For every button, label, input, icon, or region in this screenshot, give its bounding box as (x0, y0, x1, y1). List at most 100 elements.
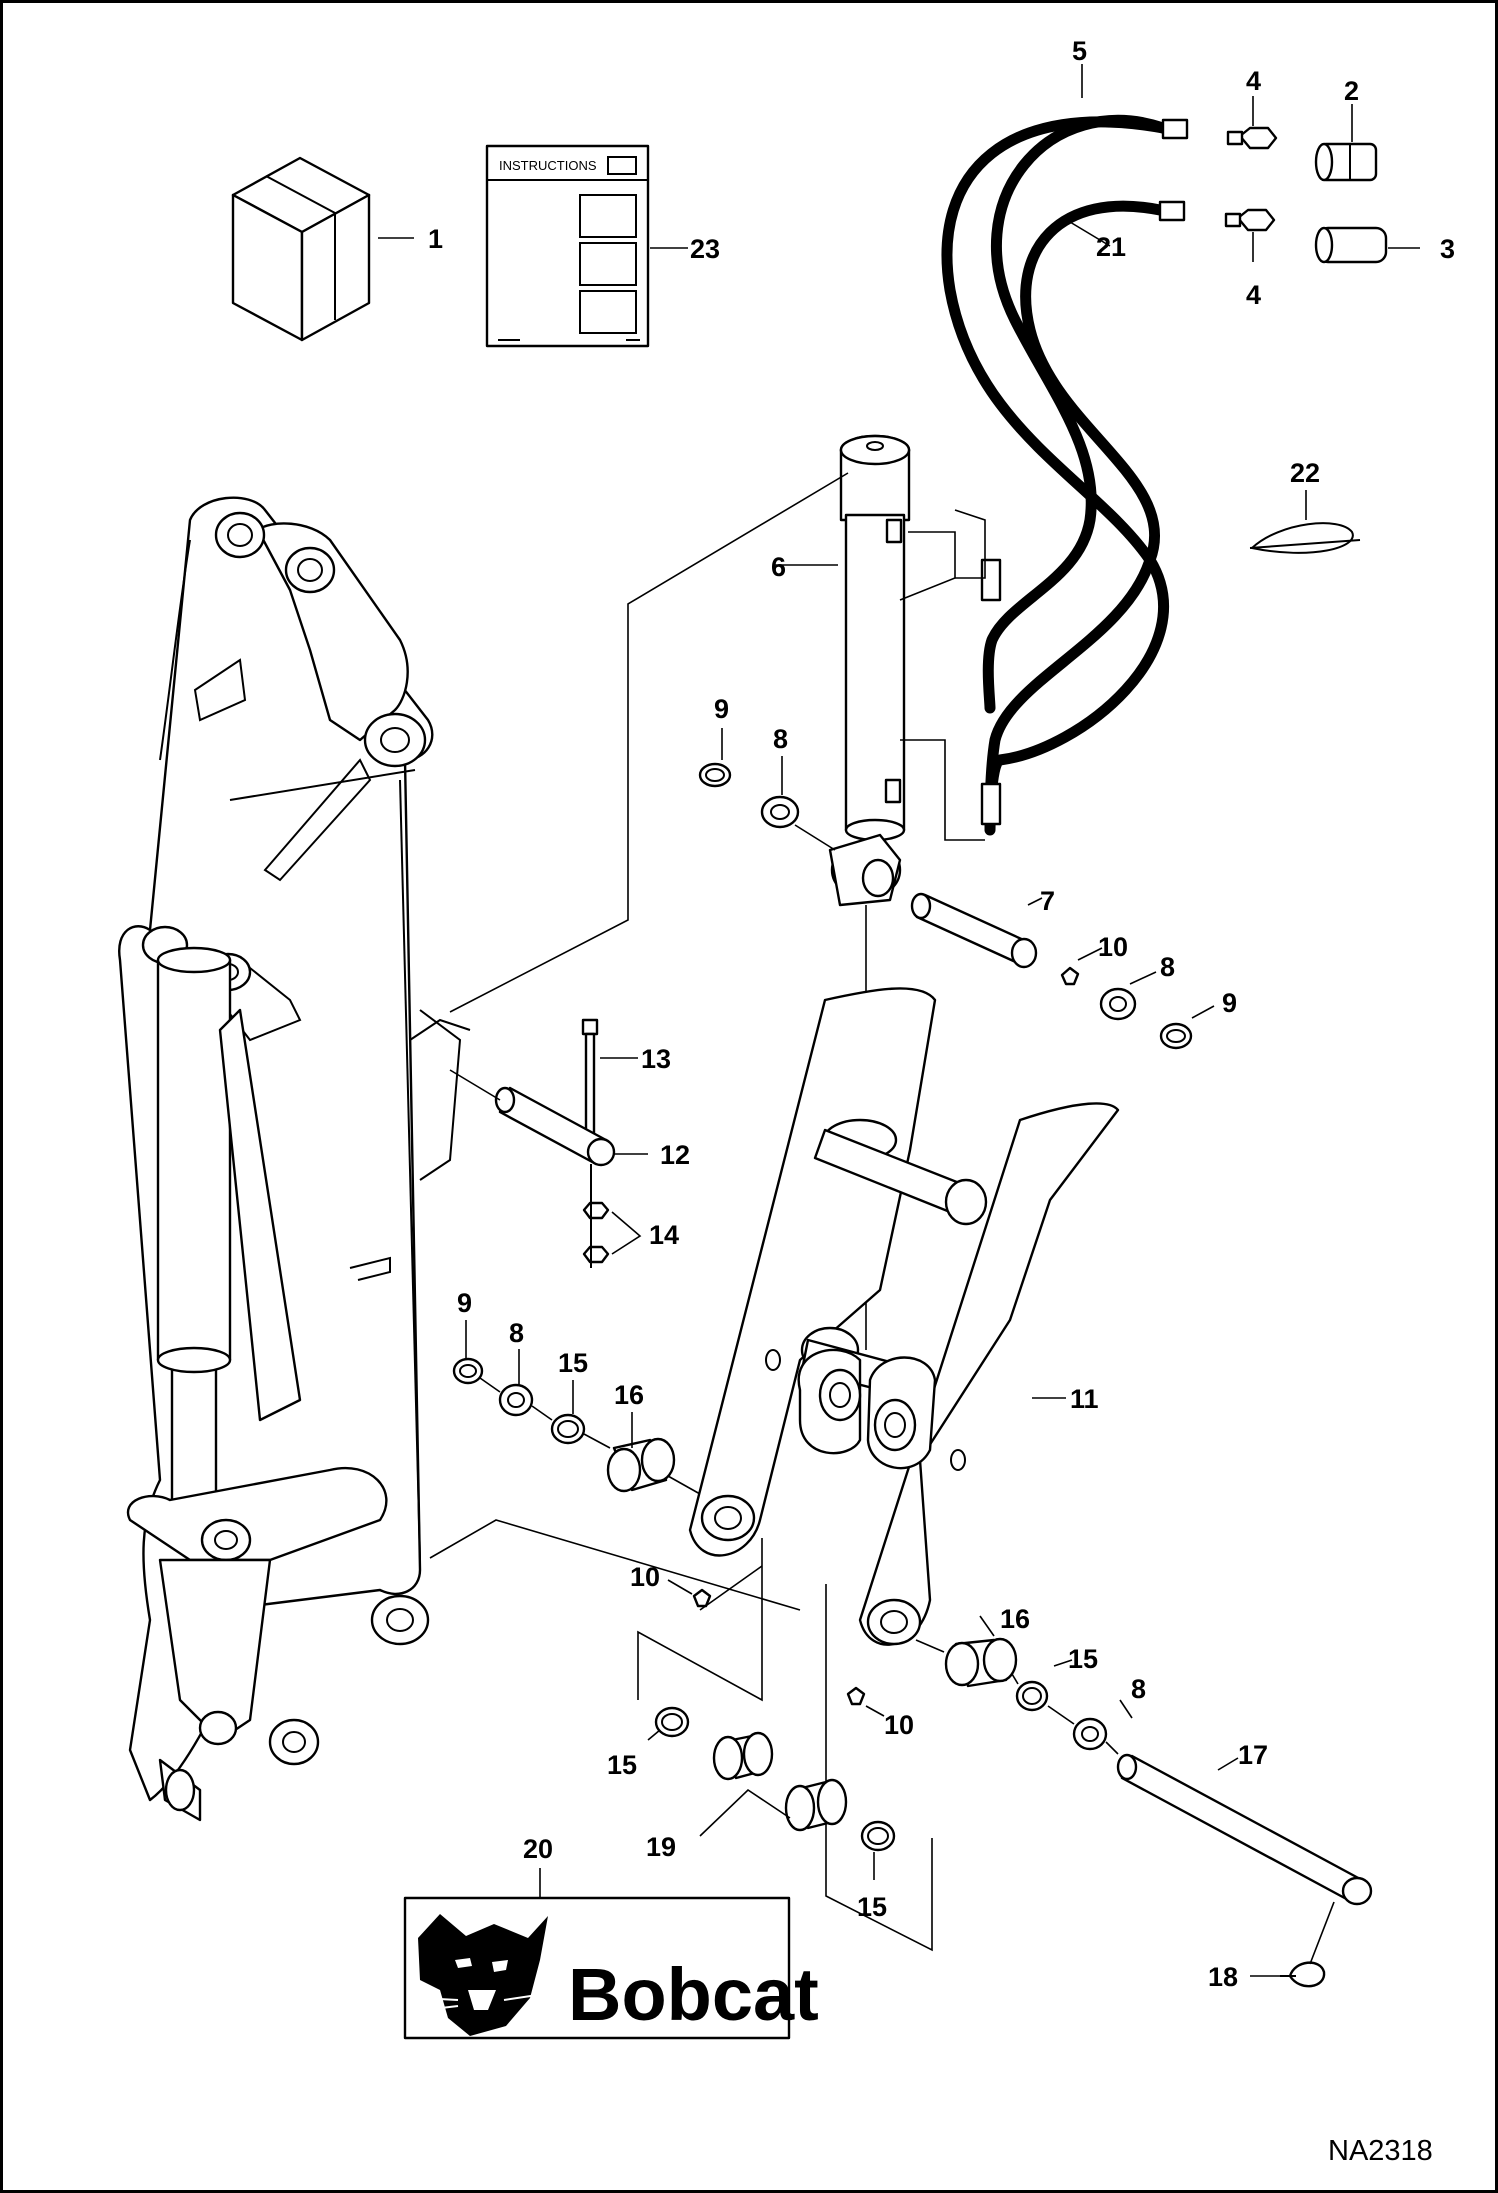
washer-8-upper (760, 795, 800, 829)
bolt-13 (581, 1018, 599, 1146)
washer-8-lower-right (1072, 1717, 1108, 1751)
callout-10c: 10 (884, 1710, 914, 1740)
callout-11: 11 (1070, 1384, 1099, 1414)
callout-15c: 15 (607, 1750, 637, 1780)
callout-8a: 8 (773, 724, 788, 754)
leader-8-lower-right (1119, 1699, 1133, 1719)
leader-15-lower-left (647, 1729, 661, 1741)
callout-8d: 8 (1131, 1674, 1146, 1704)
link-15-8 (1047, 1705, 1075, 1725)
callout-3: 3 (1440, 234, 1455, 264)
bracket-arm-link (429, 1519, 801, 1611)
callout-17: 17 (1238, 1740, 1268, 1770)
cable-tie-22 (1249, 522, 1361, 554)
link-15-16 (583, 1433, 611, 1449)
callout-20: 20 (523, 1834, 553, 1864)
callout-19: 19 (646, 1832, 676, 1862)
link-17-18 (1309, 1901, 1335, 1965)
decal-brand-text: Bobcat (568, 1953, 819, 2036)
callout-labels: 1 2 3 4 4 5 6 7 8 8 8 8 9 9 9 10 10 10 1… (428, 36, 1455, 1992)
fitting-adapter-4-lower (1224, 208, 1276, 232)
callout-23: 23 (690, 234, 720, 264)
snap-ring-9-upper (698, 762, 732, 788)
callout-8b: 8 (1160, 952, 1175, 982)
bushing-16-left (606, 1437, 676, 1493)
callout-15a: 15 (558, 1348, 588, 1378)
fitting-adapter-4-upper (1226, 126, 1278, 150)
leader-8-right (1129, 971, 1157, 985)
bushing-16-right (944, 1637, 1018, 1688)
part-kit-box (231, 156, 371, 342)
bracket-6-bottom (900, 739, 985, 841)
leader-19 (699, 1788, 791, 1837)
callout-2: 2 (1344, 76, 1359, 106)
bracket-link-10 (699, 1565, 763, 1611)
nut-14-lower (582, 1245, 610, 1264)
leader-10-right (1077, 947, 1103, 961)
callout-1: 1 (428, 224, 443, 254)
leader-14 (611, 1211, 642, 1255)
leader-21 (1069, 221, 1111, 247)
hose-21 (984, 200, 1166, 832)
callout-21: 21 (1096, 232, 1126, 262)
nut-14-upper (582, 1201, 610, 1220)
link-16-link (667, 1475, 701, 1495)
callout-7: 7 (1040, 886, 1055, 916)
hose-5 (941, 116, 1169, 836)
bracket-19-right (825, 1584, 933, 1952)
leader-15-right (1053, 1659, 1073, 1667)
callout-9c: 9 (457, 1288, 472, 1318)
decal-20: Bobcat (403, 1896, 819, 2040)
bracket-19-left (637, 1538, 763, 1702)
callout-9b: 9 (1222, 988, 1237, 1018)
pin-12 (494, 1086, 616, 1167)
leader-10-left (667, 1579, 693, 1595)
bucket-link-11 (688, 987, 1120, 1646)
callout-15b: 15 (1068, 1644, 1098, 1674)
grease-fitting-10-left (692, 1588, 712, 1608)
callout-16b: 16 (1000, 1604, 1030, 1634)
callout-6: 6 (771, 552, 786, 582)
link-9-8 (479, 1377, 501, 1393)
snap-ring-9-right (1159, 1022, 1193, 1050)
shim-15-left (550, 1413, 586, 1445)
excavator-arm (118, 496, 471, 1822)
callout-22: 22 (1290, 458, 1320, 488)
callout-12: 12 (660, 1140, 690, 1170)
link-8-15 (531, 1405, 553, 1421)
link-8-17 (1105, 1741, 1119, 1755)
pin-17 (1116, 1753, 1373, 1906)
leader-8-top (794, 824, 836, 851)
coupler-3 (1314, 226, 1388, 264)
shim-15-lower-right (860, 1820, 896, 1852)
link-11-16 (915, 1639, 945, 1653)
retainer-18 (1280, 1961, 1326, 1988)
leader-6-to-arm (449, 472, 849, 1013)
callout-4a: 4 (1246, 66, 1261, 96)
callout-5: 5 (1072, 36, 1087, 66)
leader-16-right (979, 1615, 995, 1637)
leader-10-lower (865, 1705, 885, 1717)
leader-7 (1027, 897, 1043, 906)
grease-fitting-10-lower (846, 1686, 866, 1706)
pin-7 (910, 892, 1038, 969)
callout-13: 13 (641, 1044, 671, 1074)
leader-12-arm (449, 1069, 501, 1101)
shim-15-lower-left (654, 1706, 690, 1738)
figure-reference: NA2318 (1328, 2135, 1433, 2167)
instructions-label: INSTRUCTIONS (499, 158, 597, 173)
spacer-19-left (712, 1731, 774, 1781)
callout-9a: 9 (714, 694, 729, 724)
callout-16a: 16 (614, 1380, 644, 1410)
callout-10b: 10 (630, 1562, 660, 1592)
bracket-6-top (899, 531, 956, 601)
spacer-19-right (784, 1778, 848, 1832)
coupler-2 (1314, 142, 1378, 182)
part-instructions-sheet: INSTRUCTIONS (485, 144, 650, 348)
callout-14: 14 (649, 1220, 679, 1250)
grease-fitting-10-right (1060, 966, 1080, 986)
callout-15d: 15 (857, 1892, 887, 1922)
bobcat-logo-icon (418, 1914, 548, 2036)
link-16-15 (1011, 1673, 1019, 1685)
